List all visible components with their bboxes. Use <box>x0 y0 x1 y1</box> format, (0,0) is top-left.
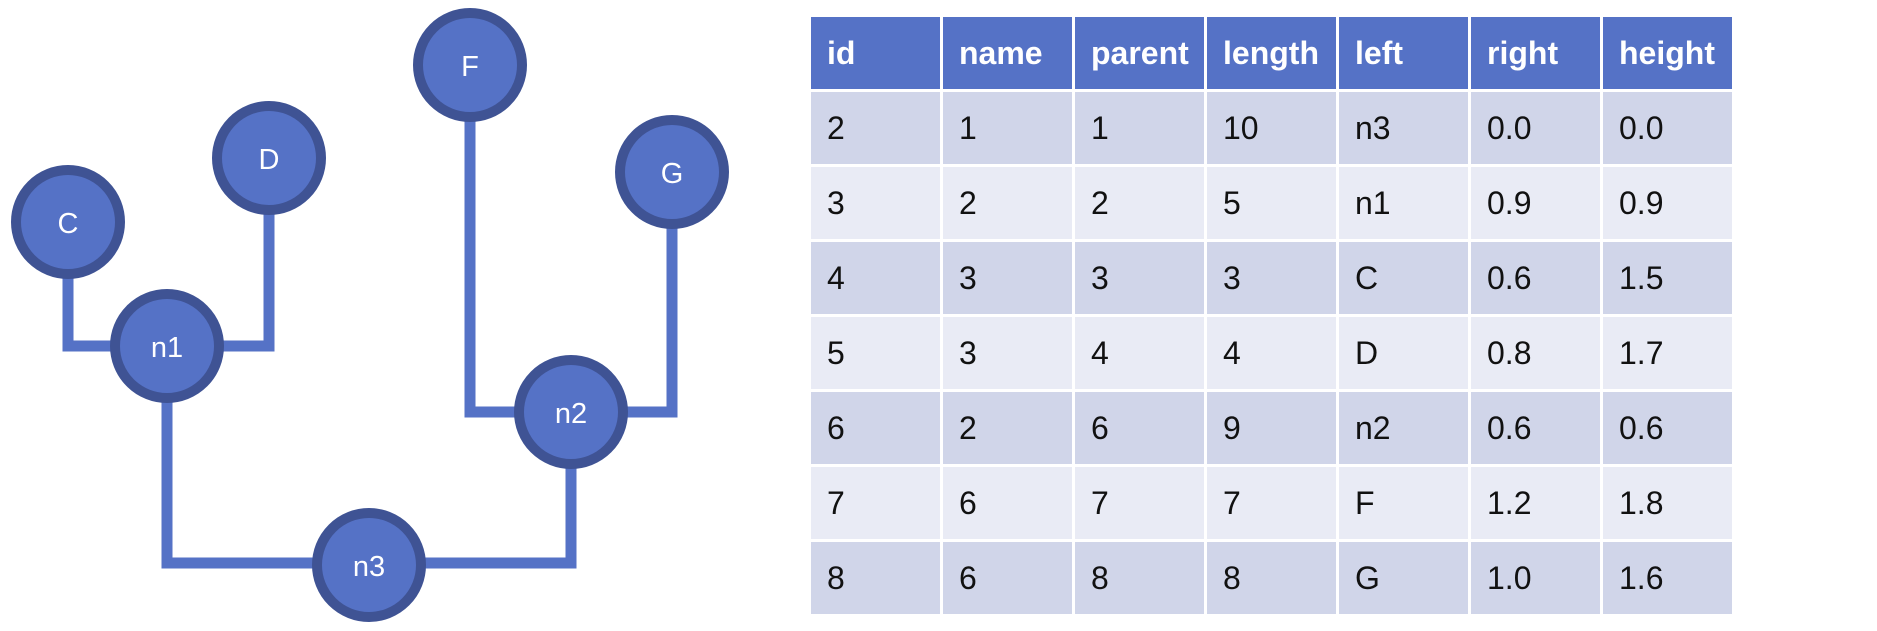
table-cell: 6 <box>811 392 940 464</box>
table-cell: 1 <box>943 92 1072 164</box>
column-header-name[interactable]: name <box>943 17 1072 89</box>
tree-node-n1-label: n1 <box>151 332 183 364</box>
tree-node-c[interactable]: C <box>11 165 125 279</box>
table-cell: F <box>1339 467 1468 539</box>
table-cell: 4 <box>1075 317 1204 389</box>
table-cell: n1 <box>1339 167 1468 239</box>
table-cell: 2 <box>811 92 940 164</box>
table-cell: 1.5 <box>1603 242 1732 314</box>
table-row[interactable]: 8 6 8 8 G 1.0 1.6 <box>811 542 1732 614</box>
table-cell: 6 <box>943 467 1072 539</box>
tree-node-n1-circle <box>110 289 224 403</box>
node-table-body: 2 1 1 10 n3 0.0 0.0 3 2 2 5 n1 0.9 0.9 4… <box>811 92 1732 614</box>
tree-node-c-label: C <box>58 208 79 240</box>
column-header-right[interactable]: right <box>1471 17 1600 89</box>
table-cell: 7 <box>811 467 940 539</box>
tree-node-c-circle <box>11 165 125 279</box>
table-row[interactable]: 4 3 3 3 C 0.6 1.5 <box>811 242 1732 314</box>
table-cell: 0.6 <box>1471 242 1600 314</box>
tree-node-n2-circle <box>514 355 628 469</box>
table-cell: 10 <box>1207 92 1336 164</box>
column-header-parent[interactable]: parent <box>1075 17 1204 89</box>
table-cell: 0.0 <box>1471 92 1600 164</box>
table-cell: 0.6 <box>1471 392 1600 464</box>
table-cell: 7 <box>1075 467 1204 539</box>
tree-node-g-circle <box>615 115 729 229</box>
tree-node-f[interactable]: F <box>413 8 527 122</box>
tree-node-n3-label: n3 <box>353 551 385 583</box>
table-cell: 8 <box>811 542 940 614</box>
table-cell: 2 <box>943 167 1072 239</box>
table-cell: 0.9 <box>1471 167 1600 239</box>
table-cell: 2 <box>1075 167 1204 239</box>
table-cell: 3 <box>943 317 1072 389</box>
header-row: id name parent length left right height <box>811 17 1732 89</box>
column-header-id[interactable]: id <box>811 17 940 89</box>
table-cell: 3 <box>943 242 1072 314</box>
tree-node-n1[interactable]: n1 <box>110 289 224 403</box>
table-cell: 5 <box>1207 167 1336 239</box>
table-cell: 1.0 <box>1471 542 1600 614</box>
table-row[interactable]: 6 2 6 9 n2 0.6 0.6 <box>811 392 1732 464</box>
column-header-length[interactable]: length <box>1207 17 1336 89</box>
tree-node-f-label: F <box>461 51 479 83</box>
table-cell: 3 <box>1207 242 1336 314</box>
table-cell: D <box>1339 317 1468 389</box>
table-cell: 3 <box>1075 242 1204 314</box>
tree-node-n2[interactable]: n2 <box>514 355 628 469</box>
table-cell: C <box>1339 242 1468 314</box>
column-header-left[interactable]: left <box>1339 17 1468 89</box>
table-cell: 3 <box>811 167 940 239</box>
table-cell: 7 <box>1207 467 1336 539</box>
table-cell: 0.8 <box>1471 317 1600 389</box>
edge-n3-n1 <box>161 340 375 569</box>
table-cell: 1.8 <box>1603 467 1732 539</box>
table-cell: 8 <box>1075 542 1204 614</box>
table-row[interactable]: 3 2 2 5 n1 0.9 0.9 <box>811 167 1732 239</box>
table-cell: n3 <box>1339 92 1468 164</box>
table-cell: 5 <box>811 317 940 389</box>
table-cell: 8 <box>1207 542 1336 614</box>
table-cell: 4 <box>1207 317 1336 389</box>
tree-node-d-label: D <box>259 144 280 176</box>
table-cell: 1 <box>1075 92 1204 164</box>
table-cell: n2 <box>1339 392 1468 464</box>
table-cell: 4 <box>811 242 940 314</box>
column-header-height[interactable]: height <box>1603 17 1732 89</box>
node-table-header: id name parent length left right height <box>811 17 1732 89</box>
tree-node-n3[interactable]: n3 <box>312 508 426 622</box>
tree-node-g-label: G <box>661 158 684 190</box>
table-cell: 6 <box>1075 392 1204 464</box>
tree-node-g[interactable]: G <box>615 115 729 229</box>
table-row[interactable]: 2 1 1 10 n3 0.0 0.0 <box>811 92 1732 164</box>
table-cell: 1.2 <box>1471 467 1600 539</box>
tree-node-d[interactable]: D <box>212 101 326 215</box>
table-row[interactable]: 5 3 4 4 D 0.8 1.7 <box>811 317 1732 389</box>
tree-node-d-circle <box>212 101 326 215</box>
table-cell: 0.6 <box>1603 392 1732 464</box>
table-cell: 2 <box>943 392 1072 464</box>
table-cell: 6 <box>943 542 1072 614</box>
table-row[interactable]: 7 6 7 7 F 1.2 1.8 <box>811 467 1732 539</box>
tree-diagram: C D n1 F G n2 n3 <box>11 8 729 622</box>
table-cell: 1.6 <box>1603 542 1732 614</box>
tree-node-f-circle <box>413 8 527 122</box>
table-cell: G <box>1339 542 1468 614</box>
table-cell: 0.0 <box>1603 92 1732 164</box>
tree-node-n3-circle <box>312 508 426 622</box>
table-cell: 1.7 <box>1603 317 1732 389</box>
table-cell: 9 <box>1207 392 1336 464</box>
table-cell: 0.9 <box>1603 167 1732 239</box>
tree-node-n2-label: n2 <box>555 398 587 430</box>
node-table: id name parent length left right height … <box>808 14 1735 617</box>
